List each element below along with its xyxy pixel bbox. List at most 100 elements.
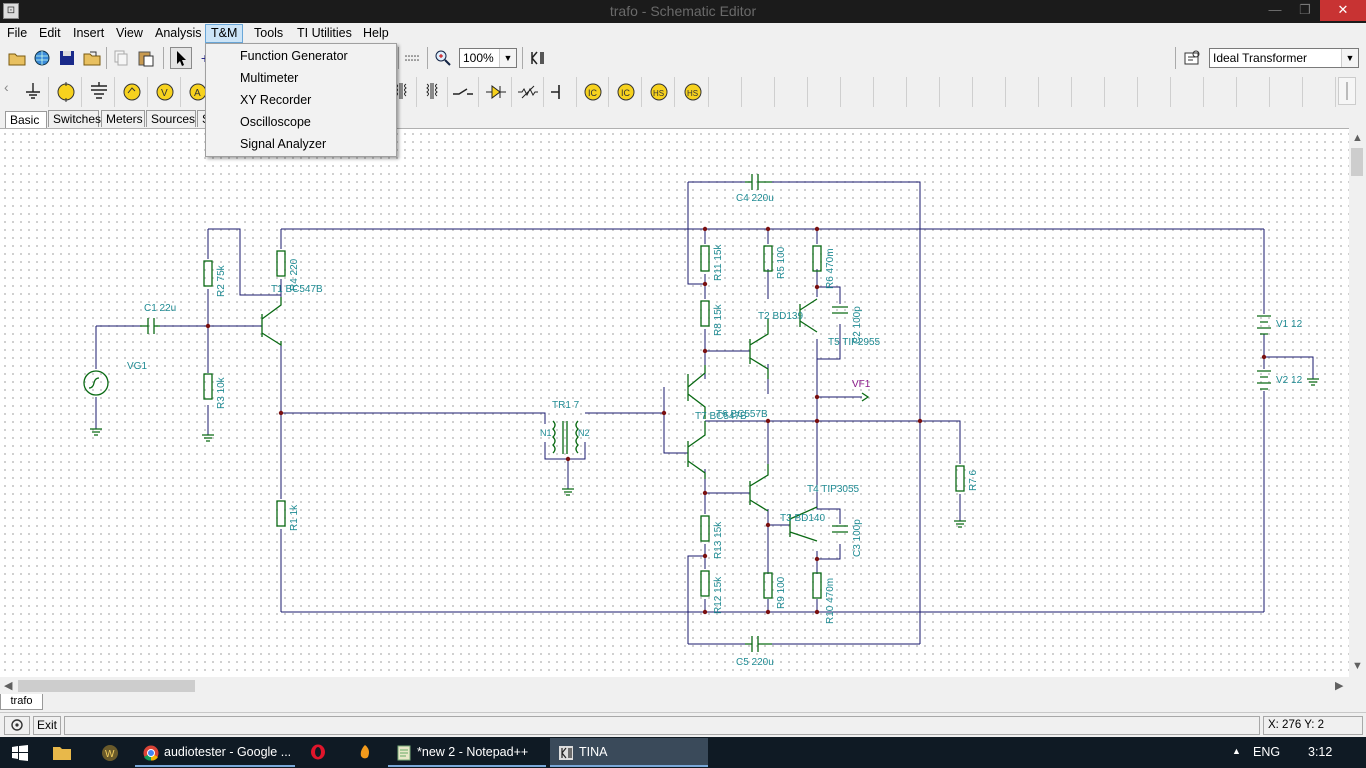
svg-text:HS: HS — [687, 89, 698, 98]
horizontal-scroll-thumb[interactable] — [18, 680, 195, 692]
winamp-icon[interactable]: W — [101, 744, 119, 762]
empty-slot — [1008, 77, 1039, 107]
zoom-select[interactable]: 100% ▼ — [459, 48, 517, 68]
app-icon[interactable]: ⊡ — [3, 3, 19, 19]
menu-help[interactable]: Help — [363, 26, 389, 40]
sheet-tab-trafo[interactable]: trafo — [0, 694, 43, 710]
empty-slot — [1239, 77, 1270, 107]
empty-slot — [843, 77, 874, 107]
schematic-canvas[interactable]: C4 220u C5 220u C1 22u VG1 R2 75k R3 10k… — [0, 128, 1349, 678]
web-globe-icon[interactable] — [31, 47, 53, 69]
svg-text:W: W — [105, 749, 115, 760]
label-r1: R1 1k — [289, 504, 300, 531]
menu-view[interactable]: View — [116, 26, 143, 40]
menu-item-function-generator[interactable]: Function Generator — [240, 49, 348, 63]
empty-slot — [876, 77, 907, 107]
horizontal-scrollbar[interactable]: ◀ ▶ — [0, 677, 1349, 694]
opera-icon[interactable] — [310, 744, 326, 760]
vertical-scroll-thumb[interactable] — [1351, 148, 1363, 176]
file-explorer-icon[interactable] — [53, 745, 71, 760]
status-bar: Exit X: 276 Y: 2 — [0, 712, 1366, 738]
switch-source-icon[interactable]: HS — [644, 77, 675, 107]
scroll-left-icon[interactable]: ◀ — [4, 680, 13, 692]
empty-slot — [1305, 77, 1336, 107]
tab-switches[interactable]: Switches — [48, 110, 101, 127]
voltage-probe-icon[interactable]: V — [150, 77, 181, 107]
copy-icon[interactable] — [110, 47, 132, 69]
chevron-down-icon[interactable]: ▼ — [1341, 49, 1358, 67]
component-select[interactable]: Ideal Transformer ▼ — [1209, 48, 1359, 68]
scroll-right-button[interactable] — [1338, 77, 1356, 105]
tray-show-hidden-icon[interactable]: ▲ — [1232, 746, 1241, 756]
close-button[interactable]: ✕ — [1320, 0, 1366, 21]
scroll-up-icon[interactable]: ▲ — [1352, 132, 1363, 144]
task-notepadpp-label: *new 2 - Notepad++ — [417, 745, 529, 759]
scroll-down-icon[interactable]: ▼ — [1352, 660, 1363, 672]
menu-item-multimeter[interactable]: Multimeter — [240, 71, 299, 85]
chevron-down-icon[interactable]: ▼ — [499, 49, 516, 67]
current-probe-icon[interactable]: IC — [578, 77, 609, 107]
task-tina[interactable]: TINA — [550, 738, 708, 767]
save-icon[interactable] — [56, 47, 78, 69]
ground-icon[interactable] — [18, 77, 49, 107]
minimize-button[interactable]: — — [1268, 2, 1282, 17]
menu-ti-utilities[interactable]: TI Utilities — [297, 26, 352, 40]
label-t7: T7 BC547B — [695, 411, 747, 422]
tina-logo-icon[interactable] — [527, 47, 549, 69]
zoom-icon[interactable] — [432, 47, 454, 69]
input-language[interactable]: ENG — [1253, 745, 1281, 759]
paste-icon[interactable] — [135, 47, 157, 69]
switch-icon[interactable] — [448, 77, 479, 107]
voltmeter-icon[interactable] — [117, 77, 148, 107]
fl-studio-icon[interactable] — [357, 744, 373, 760]
empty-slot — [1272, 77, 1303, 107]
tab-meters[interactable]: Meters — [101, 110, 145, 127]
current-source-icon[interactable]: IC — [611, 77, 642, 107]
tab-sources[interactable]: Sources — [146, 110, 196, 127]
menu-file[interactable]: File — [7, 26, 28, 40]
diode-icon[interactable] — [481, 77, 512, 107]
select-pointer-icon[interactable] — [170, 47, 192, 69]
task-chrome[interactable]: audiotester - Google ... — [135, 738, 295, 767]
scroll-left-icon[interactable]: ‹ — [4, 79, 9, 95]
task-notepadpp[interactable]: *new 2 - Notepad++ — [388, 738, 546, 767]
menu-item-signal-analyzer[interactable]: Signal Analyzer — [240, 137, 327, 151]
label-r4: R4 220 — [289, 258, 300, 291]
potentiometer-icon[interactable] — [513, 77, 544, 107]
menu-item-oscilloscope[interactable]: Oscilloscope — [240, 115, 311, 129]
component-search-icon[interactable] — [1181, 47, 1203, 69]
status-message — [64, 716, 1260, 735]
maximize-button[interactable]: ❐ — [1299, 2, 1311, 17]
empty-slot — [744, 77, 775, 107]
jumper-icon[interactable] — [546, 77, 577, 107]
windows-start-icon[interactable] — [12, 745, 28, 761]
switch-source-icon[interactable]: HS — [678, 77, 709, 107]
exit-button[interactable]: Exit — [33, 716, 61, 735]
grid-icon[interactable] — [401, 47, 423, 69]
empty-slot — [1173, 77, 1204, 107]
menu-item-xy-recorder[interactable]: XY Recorder — [240, 93, 312, 107]
battery-icon[interactable] — [51, 77, 82, 107]
open-folder-icon[interactable] — [6, 47, 28, 69]
menu-tm[interactable]: T&M — [205, 24, 244, 43]
label-c5: C5 220u — [736, 657, 774, 668]
open-file-icon[interactable] — [81, 47, 103, 69]
vertical-scrollbar[interactable]: ▲ ▼ — [1349, 128, 1366, 677]
taskbar-clock[interactable]: 3:12 — [1308, 745, 1333, 759]
scroll-right-icon[interactable]: ▶ — [1335, 680, 1344, 692]
label-r13: R13 15k — [713, 521, 724, 559]
window-title: trafo - Schematic Editor — [609, 3, 757, 19]
menu-analysis[interactable]: Analysis — [155, 26, 202, 40]
menu-tools[interactable]: Tools — [254, 26, 284, 40]
settings-icon[interactable] — [4, 716, 30, 735]
menu-edit[interactable]: Edit — [39, 26, 61, 40]
label-r9: R9 100 — [776, 576, 787, 609]
label-r3: R3 10k — [216, 376, 227, 409]
transformer-icon[interactable] — [386, 77, 417, 107]
transformer-icon[interactable] — [417, 77, 448, 107]
svg-text:IC: IC — [621, 88, 631, 98]
label-c2: C2 100p — [852, 306, 863, 344]
tab-basic[interactable]: Basic — [5, 111, 47, 128]
menu-insert[interactable]: Insert — [73, 26, 105, 40]
capacitor-icon[interactable] — [84, 77, 115, 107]
